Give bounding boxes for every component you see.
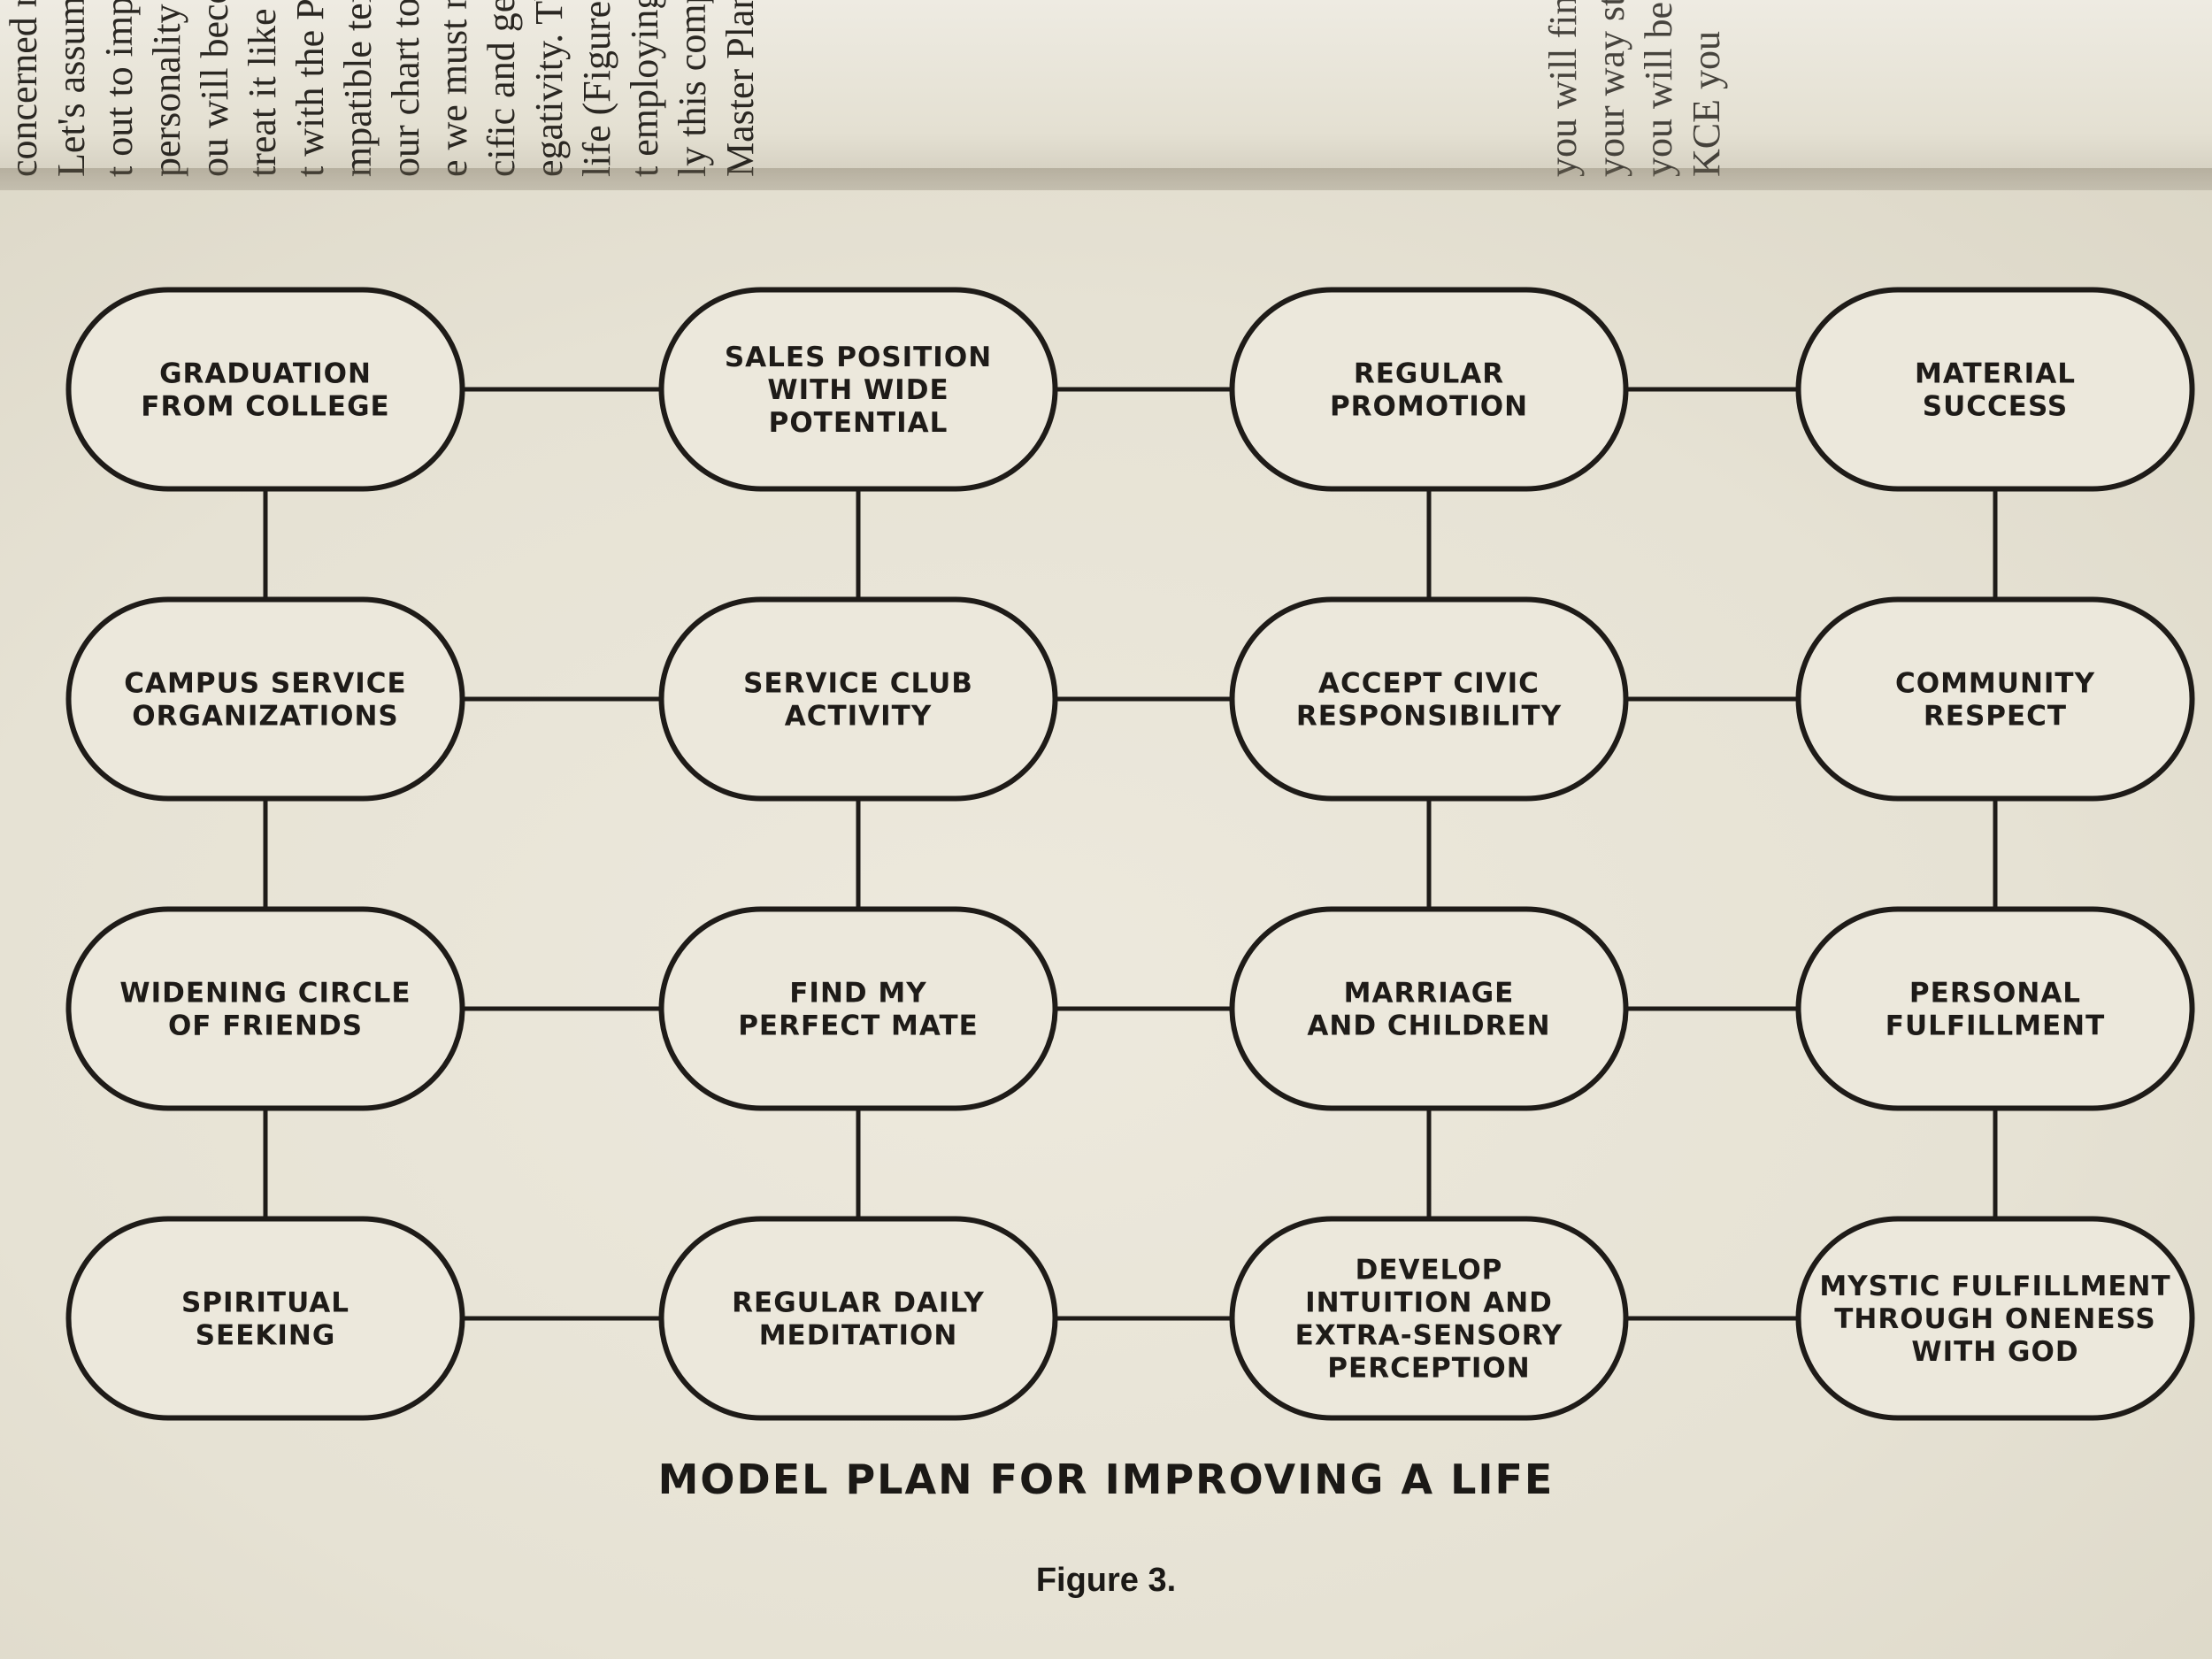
node-label-line: FROM COLLEGE (141, 391, 389, 423)
node-label-line: MEDITATION (759, 1320, 958, 1352)
node-shape (65, 287, 465, 492)
node-label-line: REGULAR (1354, 358, 1504, 390)
node-label-line: PROMOTION (1330, 391, 1528, 423)
node-label-line: MARRIAGE (1344, 978, 1515, 1010)
node-label-line: POTENTIAL (769, 407, 949, 439)
diagram-caption: MODEL PLAN FOR IMPROVING A LIFE (657, 1455, 1555, 1503)
node-label-line: SALES POSITION (725, 342, 992, 373)
node-shape (1795, 287, 2195, 492)
node-label-line: PERCEPTION (1327, 1353, 1530, 1385)
node-label-line: ACCEPT CIVIC (1318, 668, 1540, 700)
node-label-line: CAMPUS SERVICE (124, 668, 406, 700)
node-shape (1229, 596, 1629, 802)
node-label-line: AND CHILDREN (1307, 1010, 1550, 1042)
node-shape (65, 906, 465, 1111)
node-label-line: SPIRITUAL (181, 1287, 349, 1319)
node-label-line: SEEKING (196, 1320, 336, 1352)
node-shape (1229, 1216, 1629, 1421)
node-label-line: DEVELOP (1356, 1255, 1503, 1286)
node-label-line: COMMUNITY (1895, 668, 2095, 700)
node-label-line: FIND MY (789, 978, 926, 1010)
node-label-line: EXTRA-SENSORY (1295, 1320, 1563, 1352)
node-label-line: WITH WIDE (767, 374, 949, 406)
node-shape (658, 1216, 1058, 1421)
node-shape (1229, 287, 1629, 492)
node-label-line: SUCCESS (1923, 391, 2068, 423)
node-label-line: REGULAR DAILY (732, 1287, 985, 1319)
node-shape (65, 596, 465, 802)
node-label-line: PERSONAL (1909, 978, 2081, 1010)
node-label-line: ACTIVITY (785, 701, 933, 733)
node-shape (65, 1216, 465, 1421)
node-label-line: GRADUATION (159, 358, 372, 390)
node-label-line: WITH GOD (1911, 1336, 2078, 1368)
node-label-line: OF FRIENDS (168, 1010, 363, 1042)
node-shape (658, 596, 1058, 802)
node-label-line: PERFECT MATE (738, 1010, 979, 1042)
node-shape (658, 287, 1058, 492)
node-label-line: RESPECT (1924, 701, 2067, 733)
node-shape (1795, 1216, 2195, 1421)
node-label-line: FULFILLMENT (1886, 1010, 2105, 1042)
node-shape (658, 906, 1058, 1111)
node-label-line: RESPONSIBILITY (1296, 701, 1562, 733)
node-label-line: WIDENING CIRCLE (119, 978, 411, 1010)
node-label-line: ORGANIZATIONS (132, 701, 399, 733)
node-shape (1795, 596, 2195, 802)
figure-label: Figure 3. (1035, 1562, 1177, 1599)
node-label-line: THROUGH ONENESS (1834, 1303, 2156, 1335)
diagram-connectors (263, 387, 1998, 1321)
node-label-line: MYSTIC FULFILLMENT (1819, 1271, 2170, 1302)
node-shape (1795, 906, 2195, 1111)
node-shape (1229, 906, 1629, 1111)
node-label-line: SERVICE CLUB (743, 668, 973, 700)
node-label-line: INTUITION AND (1305, 1287, 1553, 1319)
node-label-line: MATERIAL (1915, 358, 2076, 390)
